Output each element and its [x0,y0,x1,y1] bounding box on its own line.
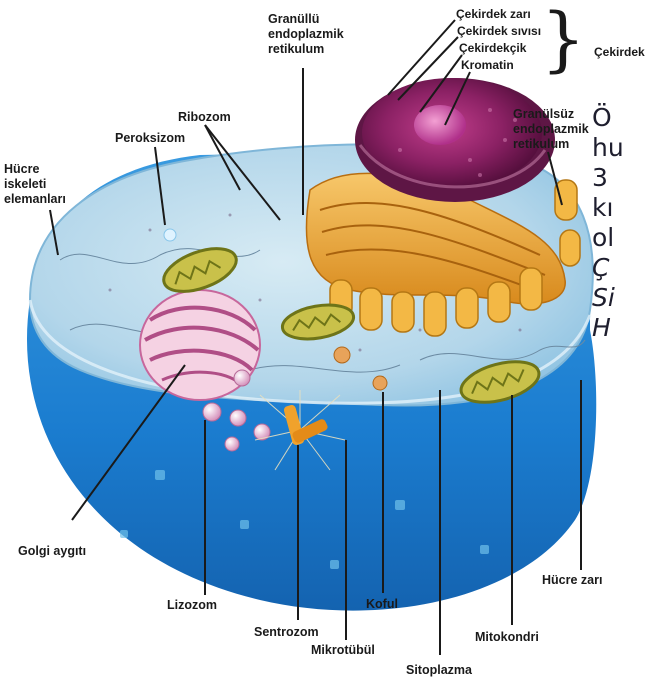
label-granulsuz-er: Granülsüz endoplazmik retikulum [513,107,589,152]
label-kromatin: Kromatin [461,58,514,73]
label-hucre-iskeleti: Hücre iskeleti elemanları [4,162,66,207]
label-granulsuz-er-line3: retikulum [513,137,589,152]
side-text-line: kı [592,193,624,223]
label-koful: Koful [366,597,398,612]
label-peroksizom: Peroksizom [115,131,185,146]
label-lizozom: Lizozom [167,598,217,613]
label-ribozom: Ribozom [178,110,231,125]
label-cekirdekcik: Çekirdekçik [459,41,526,56]
label-sentrozom: Sentrozom [254,625,319,640]
nucleus-brace: } [541,2,586,76]
label-hucre-zari: Hücre zarı [542,573,602,588]
label-cekirdek: Çekirdek [594,45,645,60]
label-mikrotubul: Mikrotübül [311,643,375,658]
side-text-italic-line: Si [592,283,624,313]
side-text-line: ol [592,223,624,253]
label-golgi: Golgi aygıtı [18,544,86,559]
label-granulsuz-er-line2: endoplazmik [513,122,589,137]
side-text-italic-line: H [592,313,624,343]
side-text-line: Ö [592,103,624,133]
label-granullu-er: Granüllü endoplazmik retikulum [268,12,344,57]
label-mitokondri: Mitokondri [475,630,539,645]
label-hucre-iskeleti-line1: Hücre [4,162,66,177]
label-cekirdek-sivisi: Çekirdek sıvısı [457,24,541,39]
label-hucre-iskeleti-line2: iskeleti [4,177,66,192]
label-granullu-er-line3: retikulum [268,42,344,57]
peroxisome [164,229,176,241]
label-hucre-iskeleti-line3: elemanları [4,192,66,207]
side-text-italic-line: Ç [592,253,624,283]
label-sitoplazma: Sitoplazma [406,663,472,678]
side-text: Ö hu 3 kı ol Ç Si H [592,103,624,343]
label-granulsuz-er-line1: Granülsüz [513,107,589,122]
label-granullu-er-line1: Granüllü [268,12,344,27]
label-granullu-er-line2: endoplazmik [268,27,344,42]
label-cekirdek-zari: Çekirdek zarı [456,7,531,22]
side-text-line: hu [592,133,624,163]
side-text-line: 3 [592,163,624,193]
